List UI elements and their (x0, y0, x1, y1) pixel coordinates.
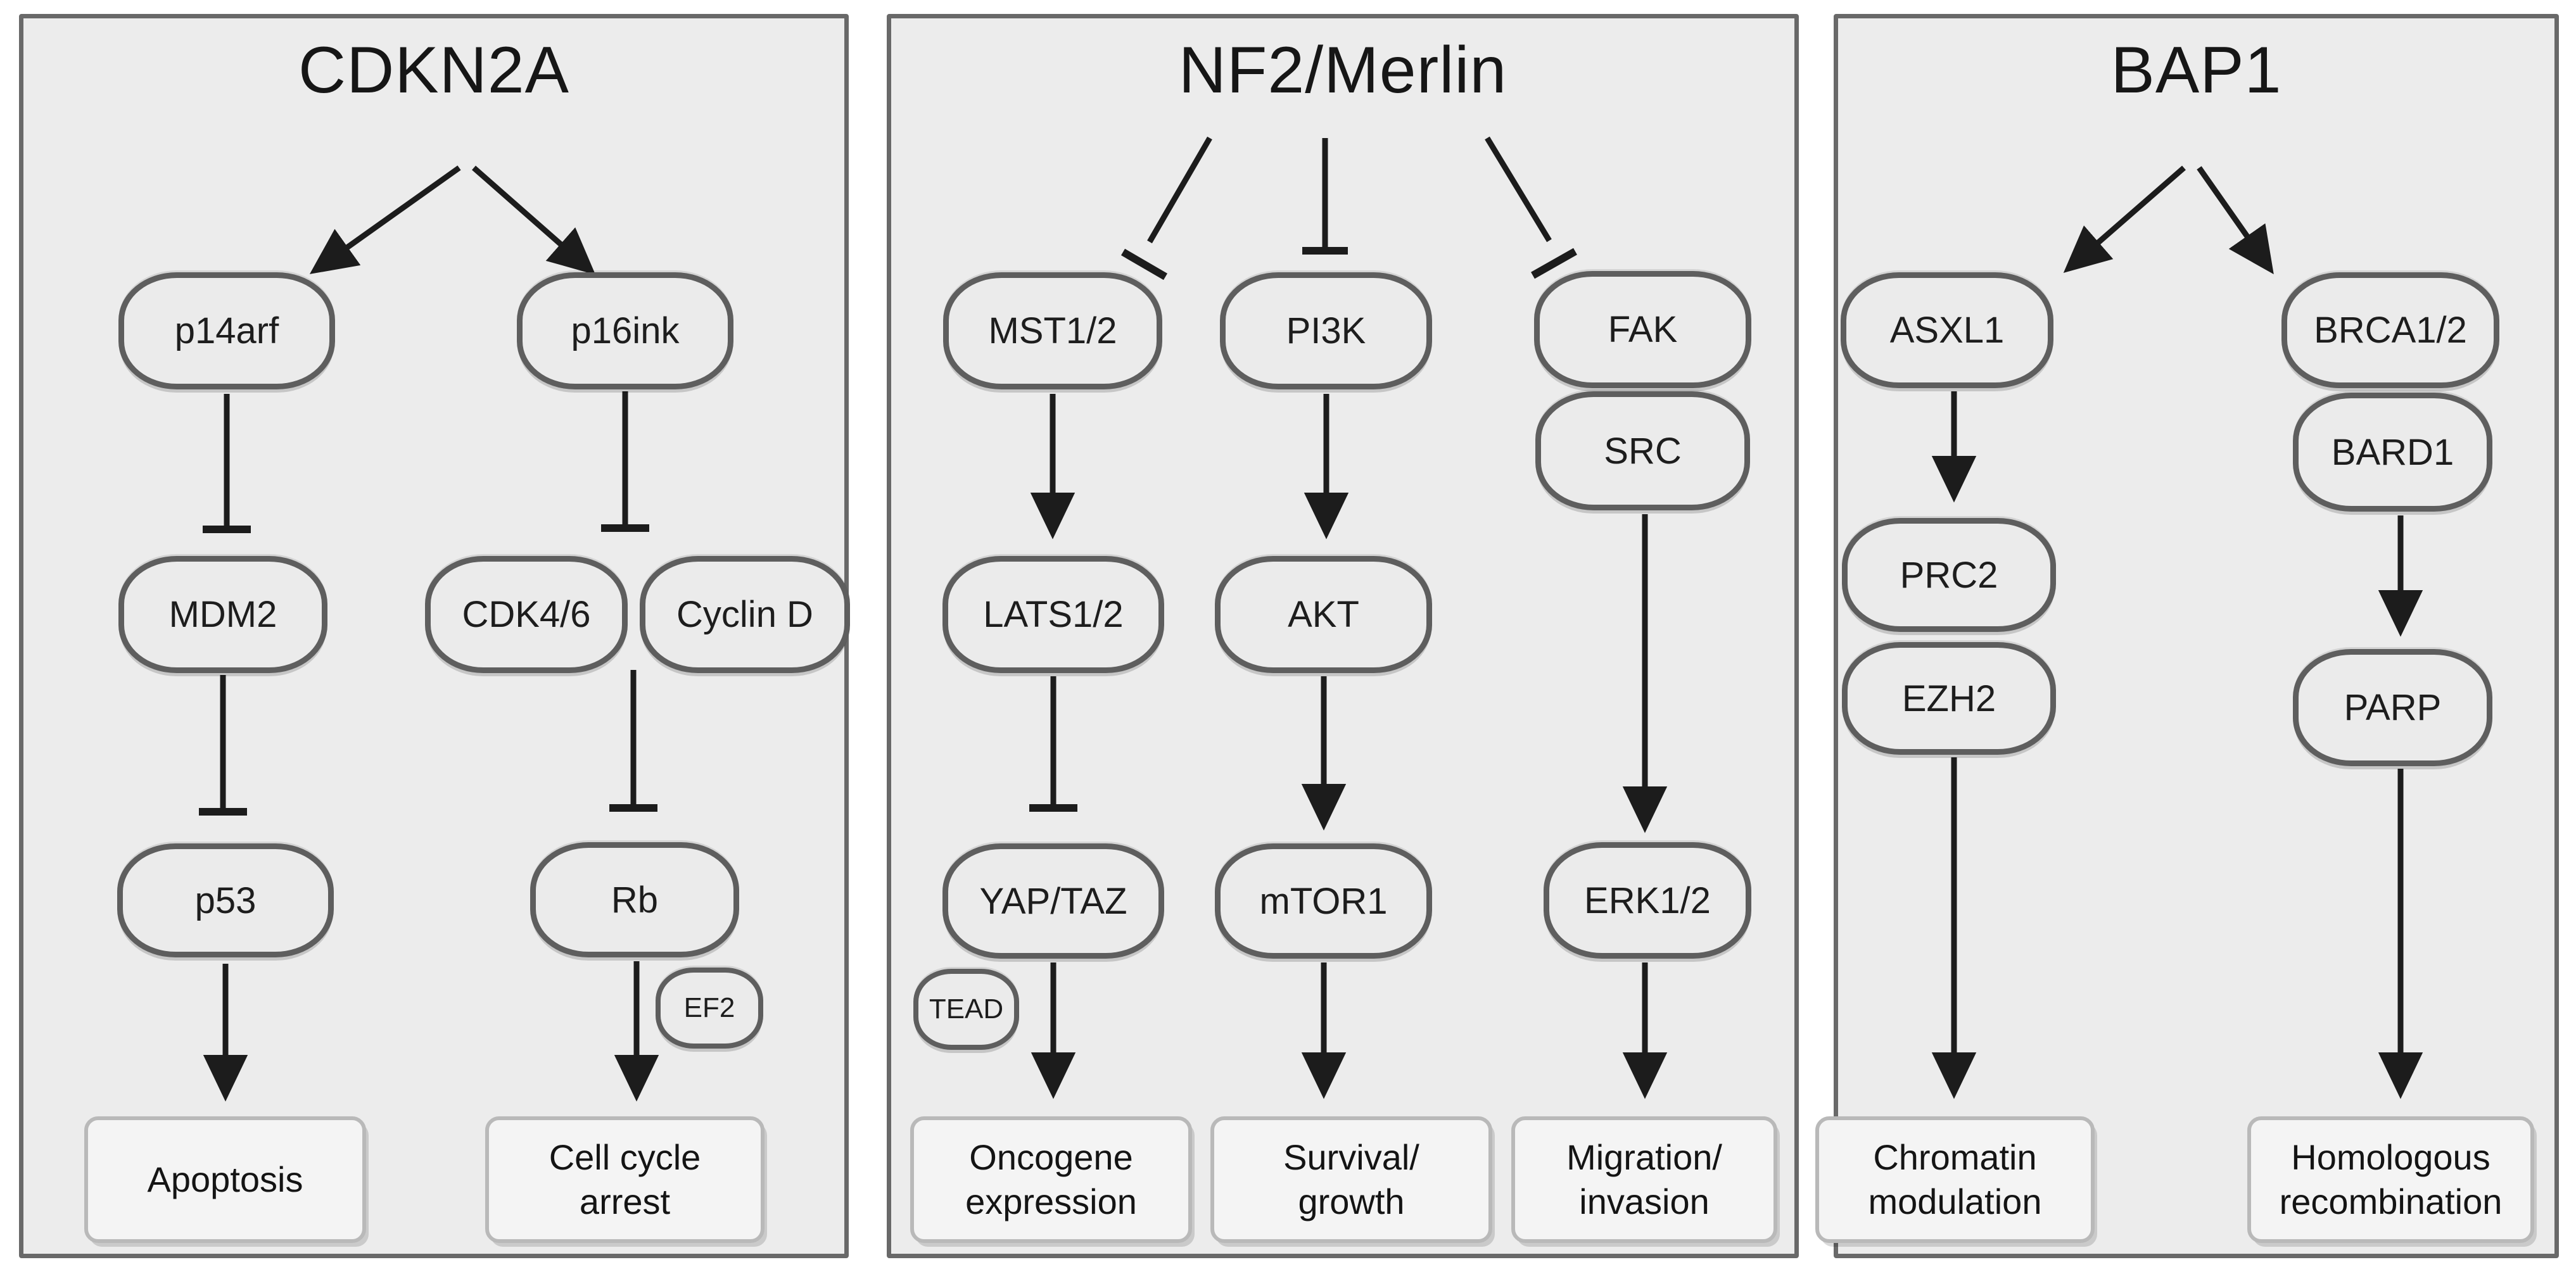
panel-title-nf2-merlin: NF2/Merlin (1178, 34, 1507, 107)
node-cdk46: CDK4/6 (425, 556, 628, 673)
node-yaptaz: YAP/TAZ (942, 843, 1164, 959)
node-mtor1: mTOR1 (1215, 843, 1432, 959)
node-p14arf: p14arf (118, 272, 335, 389)
node-lats12: LATS1/2 (942, 556, 1164, 673)
output-survival-growth: Survival/ growth (1210, 1116, 1492, 1243)
output-homologous-recombination: Homologous recombination (2247, 1116, 2534, 1243)
node-ezh2: EZH2 (1842, 642, 2056, 755)
output-cell-cycle-arrest: Cell cycle arrest (485, 1116, 765, 1243)
node-ef2: EF2 (656, 968, 763, 1049)
node-src: SRC (1535, 391, 1750, 510)
node-p16ink: p16ink (517, 272, 733, 389)
panel-title-cdkn2a: CDKN2A (298, 34, 569, 107)
node-mst12: MST1/2 (943, 272, 1162, 389)
panel-title-bap1: BAP1 (2110, 34, 2282, 107)
output-chromatin-modulation: Chromatin modulation (1815, 1116, 2095, 1243)
node-asxl1: ASXL1 (1841, 272, 2053, 388)
node-erk12: ERK1/2 (1544, 842, 1751, 959)
output-migration-invasion: Migration/ invasion (1511, 1116, 1777, 1243)
output-oncogene-expression: Oncogene expression (910, 1116, 1192, 1243)
node-pi3k: PI3K (1220, 272, 1432, 389)
node-p53: p53 (117, 843, 334, 957)
node-rb: Rb (530, 842, 739, 957)
output-apoptosis: Apoptosis (84, 1116, 366, 1243)
node-fak: FAK (1534, 271, 1751, 388)
node-cyclind: Cyclin D (640, 556, 850, 673)
panel-bap1 (1834, 14, 2559, 1258)
node-tead: TEAD (913, 969, 1019, 1050)
node-akt: AKT (1215, 556, 1432, 673)
node-parp: PARP (2293, 649, 2492, 766)
node-prc2: PRC2 (1842, 518, 2056, 632)
node-brca12: BRCA1/2 (2281, 272, 2499, 388)
node-mdm2: MDM2 (118, 556, 327, 673)
node-bard1: BARD1 (2293, 393, 2492, 512)
